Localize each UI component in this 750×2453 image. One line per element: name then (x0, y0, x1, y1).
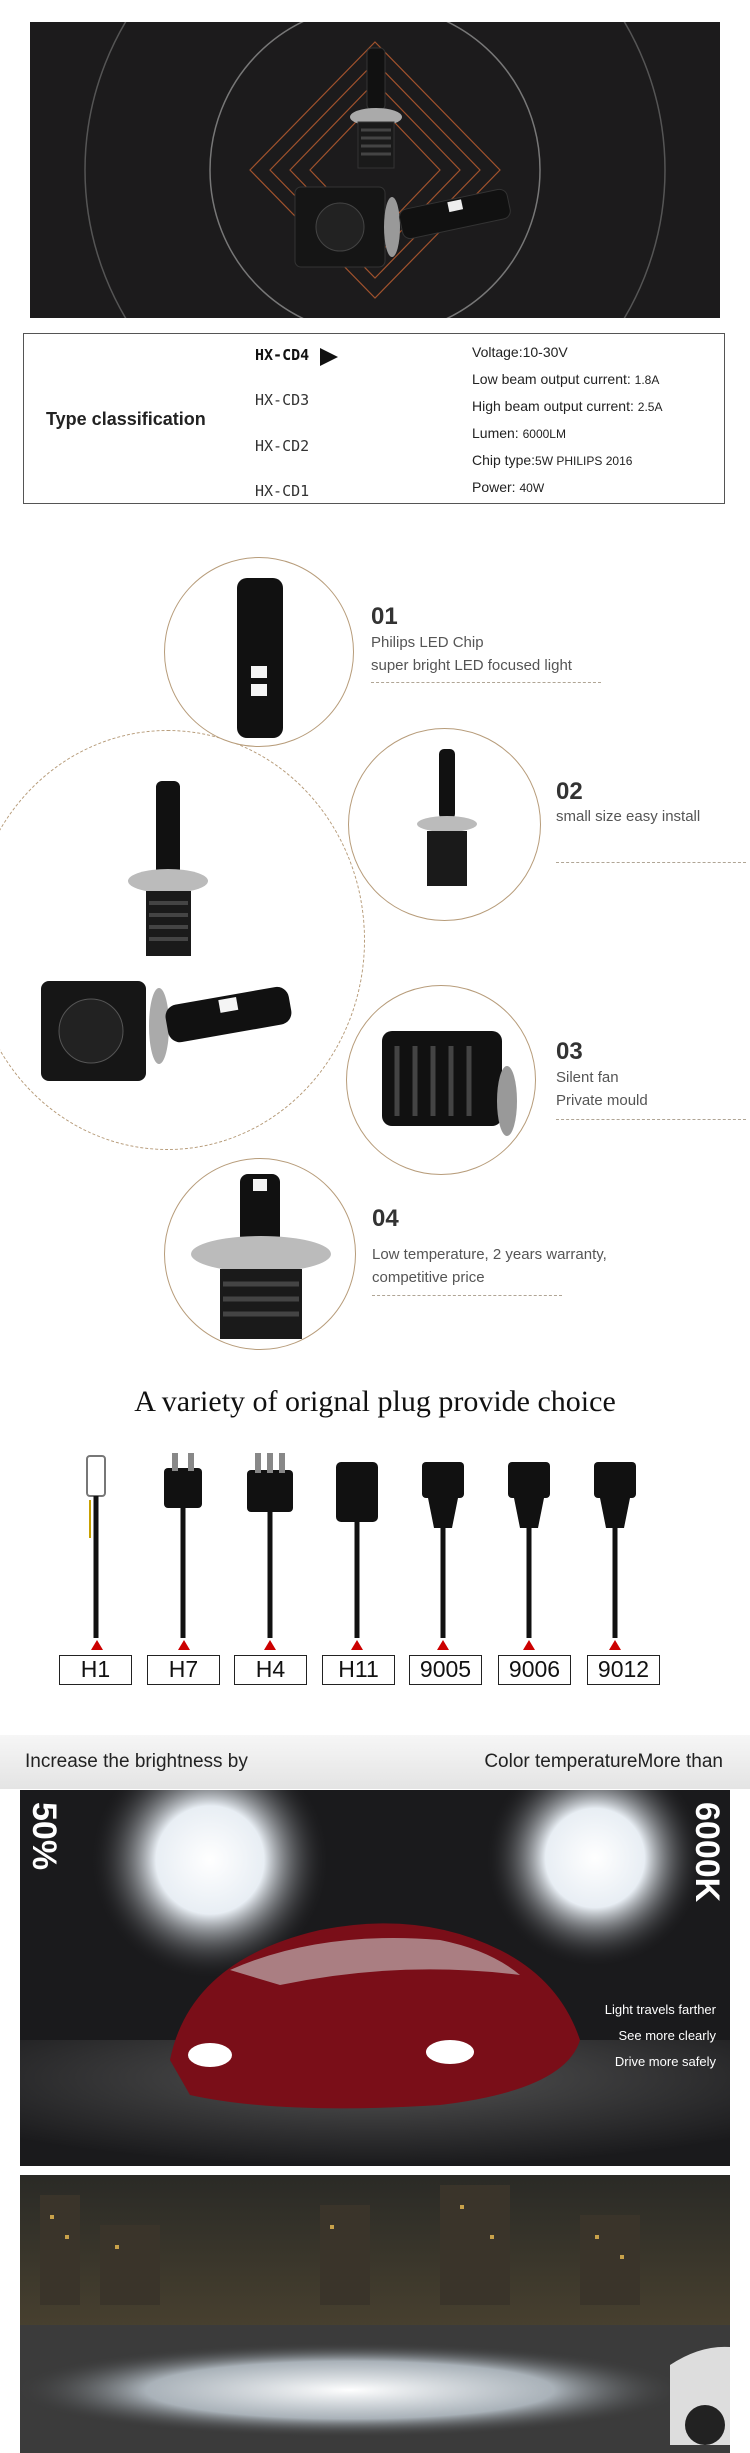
plug-h11-icon (322, 1448, 392, 1638)
brightness-right-text: Color temperatureMore than (484, 1751, 723, 1772)
claim-drive-safely: Drive more safely (614, 2054, 716, 2069)
hero-product-image (30, 22, 720, 318)
feature-02-text: small size easy install (556, 808, 701, 825)
model-hx-cd4[interactable]: HX-CD4 (255, 346, 310, 364)
night-road-illustration (20, 2175, 730, 2453)
plug-label-9012[interactable]: 9012 (587, 1655, 660, 1685)
selected-arrow-icon (320, 348, 338, 366)
spec-table: Type classification HX-CD4 HX-CD3 HX-CD2… (23, 333, 725, 504)
color-temperature-value: 6000K (688, 1802, 726, 1903)
model-hx-cd2[interactable]: HX-CD2 (255, 437, 310, 455)
spec-power: Power: 40W (472, 479, 545, 495)
spec-chip-type: Chip type:5W PHILIPS 2016 (472, 452, 633, 468)
feature-03-circle (346, 985, 536, 1175)
claim-see-more-clearly: See more clearly (618, 2028, 716, 2043)
plug-9005-icon (408, 1448, 478, 1638)
plug-h7-icon (148, 1448, 218, 1638)
marker-9012-icon (609, 1640, 621, 1650)
small-bulb-image (417, 749, 477, 886)
marker-h1-icon (91, 1640, 103, 1650)
night-road-image (20, 2175, 730, 2453)
feature-04-divider (372, 1295, 562, 1296)
model-hx-cd3[interactable]: HX-CD3 (255, 391, 310, 409)
hero-illustration (84, 22, 666, 318)
plug-h4-icon (235, 1448, 305, 1638)
bulb-base-image (191, 1174, 331, 1339)
plug-label-9006[interactable]: 9006 (498, 1655, 571, 1685)
plug-h1-icon (62, 1448, 132, 1638)
brightness-left-text: Increase the brightness by (25, 1751, 248, 1772)
spec-low-beam-current: Low beam output current: 1.8A (472, 371, 660, 387)
feature-03-number: 03 (556, 1038, 583, 1065)
brightness-percent: 50% (25, 1802, 63, 1871)
plug-label-h1[interactable]: H1 (59, 1655, 132, 1685)
plug-label-h7[interactable]: H7 (147, 1655, 220, 1685)
feature-04-number: 04 (372, 1205, 399, 1232)
feature-03-divider (556, 1119, 746, 1120)
model-hx-cd1[interactable]: HX-CD1 (255, 482, 310, 500)
feature-04-circle (164, 1158, 356, 1350)
feature-01-circle (164, 557, 354, 747)
plug-label-h4[interactable]: H4 (234, 1655, 307, 1685)
marker-9006-icon (523, 1640, 535, 1650)
marker-9005-icon (437, 1640, 449, 1650)
feature-04-text: Low temperature, 2 years warranty,compet… (372, 1246, 607, 1286)
plug-9006-icon (494, 1448, 564, 1638)
type-classification-label: Type classification (46, 409, 206, 429)
plug-9012-icon (580, 1448, 650, 1638)
plug-label-h11[interactable]: H11 (322, 1655, 395, 1685)
claim-travels-farther: Light travels farther (604, 2002, 716, 2017)
bulb-pair-image (41, 781, 292, 1081)
marker-h4-icon (264, 1640, 276, 1650)
feature-02-divider (556, 862, 746, 863)
feature-01-divider (371, 682, 601, 683)
fan-heatsink-image (382, 1031, 517, 1136)
led-chip-image (237, 578, 283, 738)
spec-voltage: Voltage:10-30V (472, 344, 568, 360)
car-illustration (20, 1790, 730, 2166)
brightness-header-bar: Increase the brightness by Color tempera… (0, 1735, 750, 1789)
spec-lumen: Lumen: 6000LM (472, 425, 566, 441)
main-bulb-circle (0, 730, 365, 1150)
marker-h11-icon (351, 1640, 363, 1650)
feature-02-circle (348, 728, 541, 921)
plug-label-9005[interactable]: 9005 (409, 1655, 482, 1685)
feature-02-number: 02 (556, 778, 583, 805)
car-headlight-image: 50% 6000K Light travels farther See more… (20, 1790, 730, 2166)
plug-section-title: A variety of orignal plug provide choice (134, 1385, 616, 1418)
feature-01-number: 01 (371, 603, 398, 630)
marker-h7-icon (178, 1640, 190, 1650)
spec-high-beam-current: High beam output current: 2.5A (472, 398, 663, 414)
